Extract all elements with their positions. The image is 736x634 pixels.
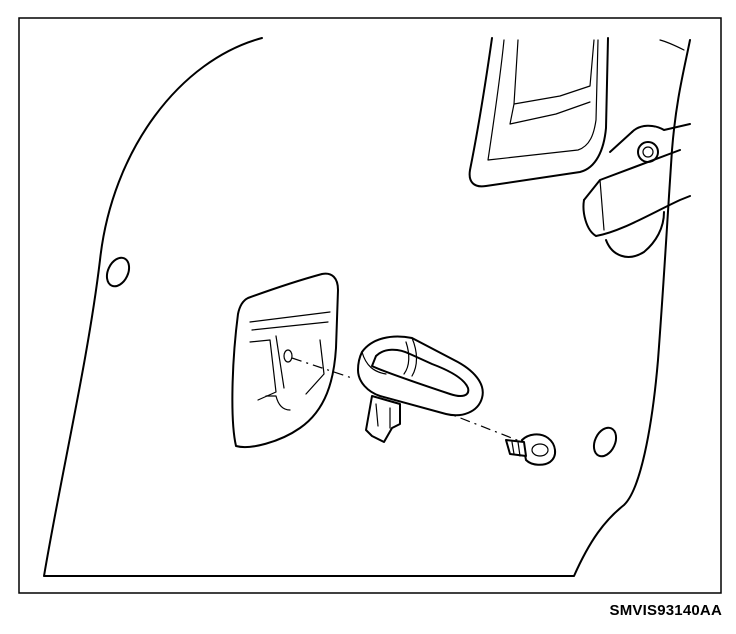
trim-clip-hole-left: [105, 256, 131, 288]
trim-clip-hole-right: [592, 426, 618, 458]
alignment-line-2: [439, 409, 523, 443]
mounting-screw: [505, 433, 556, 466]
figure-caption: SMVIS93140AA: [609, 602, 722, 619]
figure-border: [18, 17, 722, 594]
inside-handle-lever: [582, 123, 691, 258]
door-pull-pocket: [468, 37, 685, 188]
grip-recess: [231, 272, 339, 448]
alignment-line: [291, 357, 353, 379]
assist-grip: [357, 335, 484, 443]
door-trim-panel-outline: [43, 37, 691, 577]
